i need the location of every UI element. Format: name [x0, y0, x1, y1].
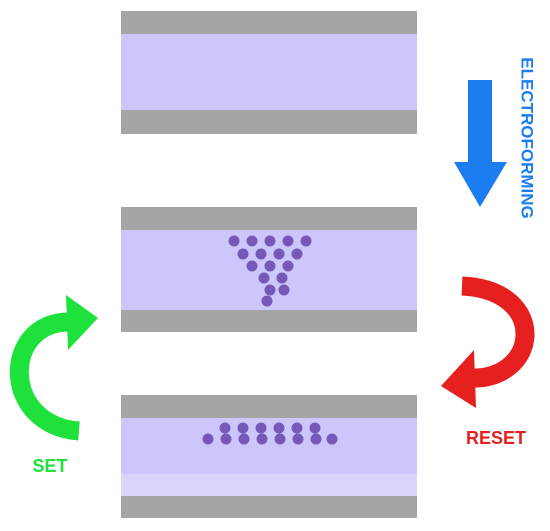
particle	[264, 235, 276, 247]
oxide-layer-lower	[121, 474, 417, 496]
particle	[246, 235, 258, 247]
arrow-down-icon	[454, 80, 507, 207]
set-label: SET	[32, 456, 67, 476]
particle	[237, 248, 249, 260]
particle	[282, 235, 294, 247]
particle	[273, 422, 285, 434]
ruptured-filament	[202, 422, 338, 445]
conductive-filament	[228, 235, 312, 307]
particle	[220, 433, 232, 445]
top-electrode	[121, 11, 417, 34]
device-formed	[121, 207, 417, 332]
device-reset	[121, 395, 417, 518]
particle	[326, 433, 338, 445]
particle	[237, 422, 249, 434]
device-pristine	[121, 11, 417, 134]
particle	[258, 272, 270, 284]
particle	[291, 248, 303, 260]
oxide-layer	[121, 34, 417, 110]
particle	[273, 248, 285, 260]
bottom-electrode	[121, 110, 417, 134]
oxide-layer	[121, 418, 417, 474]
particle	[300, 235, 312, 247]
particle	[219, 422, 231, 434]
curved-arrow-up-right-icon	[9, 295, 98, 441]
particle	[255, 248, 267, 260]
particle	[292, 433, 304, 445]
particle	[309, 422, 321, 434]
particle	[310, 433, 322, 445]
particle	[238, 433, 250, 445]
particle	[278, 284, 290, 296]
curved-arrow-down-left-icon	[441, 276, 535, 408]
bottom-electrode	[121, 310, 417, 332]
particle	[276, 272, 288, 284]
reset-label: RESET	[466, 428, 526, 448]
particle	[282, 260, 294, 272]
particle	[264, 284, 276, 296]
electroforming-label: ELECTROFORMING	[518, 57, 537, 219]
particle	[261, 295, 273, 307]
particle	[246, 260, 258, 272]
particle	[228, 235, 240, 247]
particle	[255, 422, 267, 434]
bottom-electrode	[121, 496, 417, 518]
top-electrode	[121, 395, 417, 418]
particle	[274, 433, 286, 445]
particle	[291, 422, 303, 434]
particle	[256, 433, 268, 445]
particle	[202, 433, 214, 445]
top-electrode	[121, 207, 417, 230]
particle	[264, 260, 276, 272]
